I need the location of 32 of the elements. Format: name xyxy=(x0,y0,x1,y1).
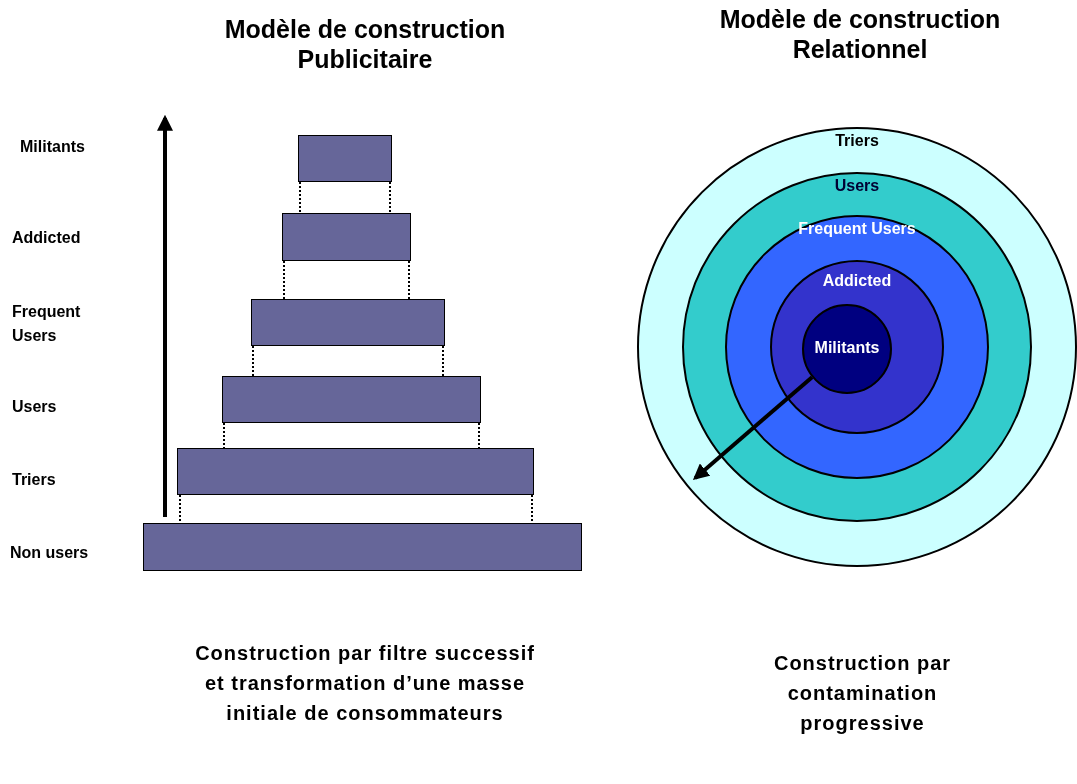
tier-label: Users xyxy=(12,397,58,417)
dotted-connector xyxy=(478,422,480,449)
dotted-connector xyxy=(408,260,410,300)
ring-label: Triers xyxy=(834,132,880,150)
dotted-connector xyxy=(299,181,301,214)
heading: Modèle de construction Relationnel xyxy=(718,4,1002,64)
ring-label: Frequent Users xyxy=(797,220,917,238)
dotted-connector xyxy=(179,494,181,524)
arrow xyxy=(692,375,814,480)
tier-label: Addicted xyxy=(12,228,82,248)
caption: Construction par contamination progressive xyxy=(772,651,953,736)
pyramid-bar xyxy=(282,213,411,261)
pyramid-bar xyxy=(222,376,481,423)
dotted-connector xyxy=(531,494,533,524)
pyramid-bar xyxy=(177,448,534,495)
ring-label: Addicted xyxy=(821,272,893,290)
dotted-connector xyxy=(442,345,444,377)
tier-label: Militants xyxy=(20,137,86,157)
caption: Construction par filtre successif et transformation d’une masse initiale de consommateurs xyxy=(195,641,535,726)
tier-label: Non users xyxy=(10,543,90,563)
dotted-connector xyxy=(223,422,225,449)
heading: Modèle de construction Publicitaire xyxy=(223,14,507,74)
dotted-connector xyxy=(283,260,285,300)
dotted-connector xyxy=(389,181,391,214)
tier-label: Frequent Users xyxy=(12,302,82,346)
ring-label: Users xyxy=(833,177,881,195)
ring-label: Militants xyxy=(813,339,881,357)
pyramid-bar xyxy=(251,299,445,346)
pyramid-bar xyxy=(143,523,582,571)
tier-label: Triers xyxy=(12,470,57,490)
dotted-connector xyxy=(252,345,254,377)
pyramid-bar xyxy=(298,135,392,182)
